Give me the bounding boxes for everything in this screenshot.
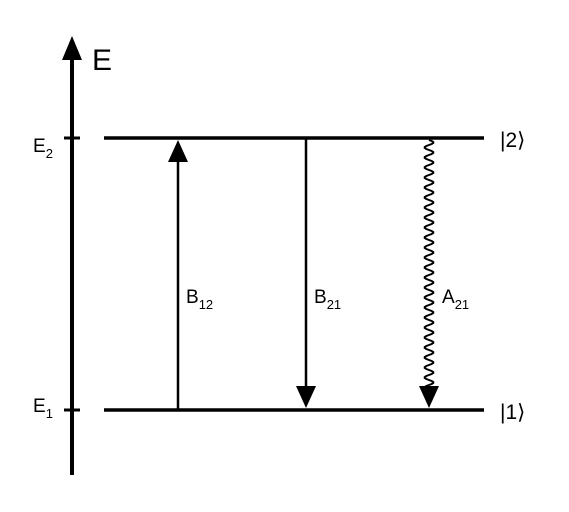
level-e2: E2 |2⟩ (33, 129, 525, 161)
state-2-label: |2⟩ (500, 129, 525, 152)
level-e2-tick-label: E2 (33, 136, 53, 161)
level-e1-tick-label: E1 (33, 396, 53, 421)
state-1-label: |1⟩ (500, 401, 525, 424)
level-e1: E1 |1⟩ (33, 396, 525, 424)
transition-b21-label: B21 (314, 287, 341, 312)
transition-a21: A21 (419, 139, 469, 408)
transition-a21-arrowhead (419, 386, 439, 408)
transition-b12: B12 (168, 140, 213, 410)
transition-b21-arrowhead (296, 386, 316, 408)
transition-b21: B21 (296, 138, 341, 408)
energy-axis: E (62, 36, 112, 475)
energy-axis-arrowhead (62, 36, 82, 60)
transition-a21-wavy-line (423, 139, 435, 388)
transition-b12-arrowhead (168, 140, 188, 162)
transition-a21-label: A21 (442, 287, 469, 312)
energy-axis-label: E (92, 44, 112, 77)
transition-b12-label: B12 (186, 287, 213, 312)
